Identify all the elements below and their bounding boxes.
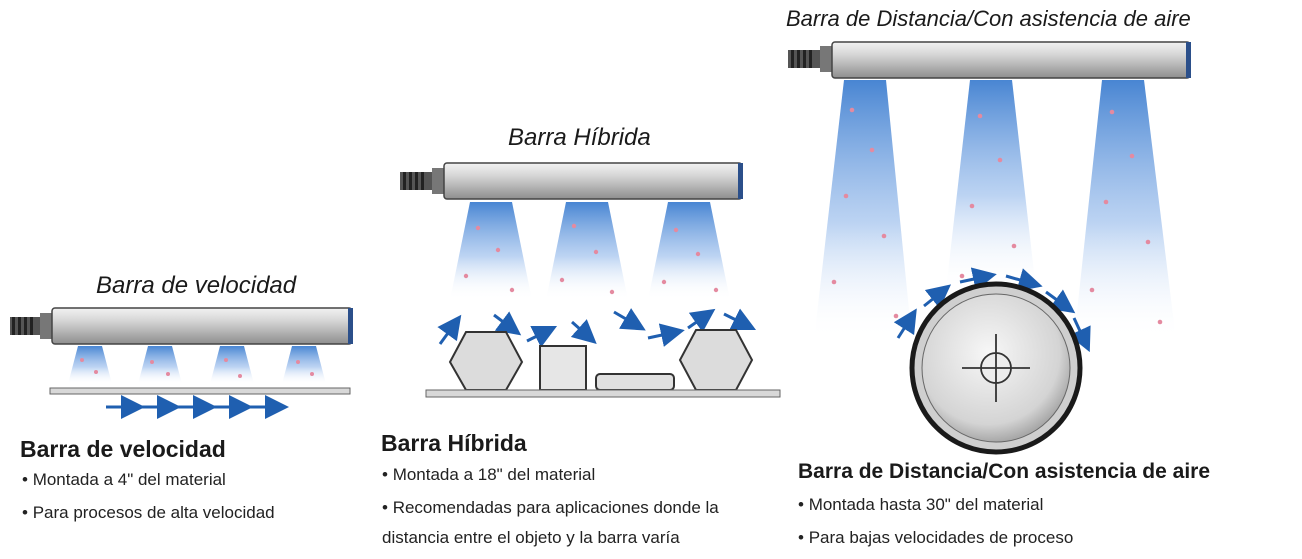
ion-spray-icon [450, 202, 730, 300]
cylinder-object-icon [539, 345, 587, 391]
hybrid-bullet-1: Montada a 18" del material [382, 465, 596, 485]
velocity-bullet-1: Montada a 4" del material [22, 470, 226, 490]
hybrid-bar-figure [400, 162, 781, 398]
threaded-connector-icon [400, 168, 444, 194]
airflow-arrow-icon [437, 308, 757, 348]
velocity-heading: Barra de velocidad [20, 436, 226, 462]
distance-heading: Barra de Distancia/Con asistencia de air… [798, 460, 1211, 483]
material-surface [49, 387, 351, 395]
velocity-figure-title: Barra de velocidad [96, 272, 297, 299]
airflow-arrow-icon [893, 267, 1091, 353]
distance-bullet-1: Montada hasta 30" del material [798, 495, 1044, 515]
hexagon-object-icon [448, 331, 524, 391]
crosshair-icon [962, 334, 1030, 402]
distance-figure-title: Barra de Distancia/Con asistencia de air… [786, 6, 1191, 31]
hybrid-heading: Barra Híbrida [381, 430, 527, 456]
hybrid-bullet-2-continuation: distancia entre el objeto y la barra var… [382, 528, 680, 547]
threaded-connector-icon [10, 313, 52, 339]
distance-bullet-2: Para bajas velocidades de proceso [798, 528, 1074, 548]
material-surface [425, 389, 781, 398]
ion-spray-icon [68, 346, 326, 384]
threaded-connector-icon [788, 46, 832, 72]
hybrid-figure-title: Barra Híbrida [508, 124, 651, 151]
ion-spray-icon [814, 80, 1176, 340]
velocity-bar-figure [10, 307, 353, 419]
velocity-bullet-2: Para procesos de alta velocidad [22, 503, 275, 523]
ionizing-bar-icon [831, 41, 1191, 79]
ionizing-bar-icon [51, 307, 353, 345]
hybrid-bullet-2: Recomendadas para aplicaciones donde la [382, 498, 719, 518]
flat-plate-object-icon [595, 373, 675, 391]
distance-bar-figure [788, 41, 1191, 455]
ionizing-bar-icon [443, 162, 743, 200]
hexagon-object-icon [678, 329, 754, 391]
